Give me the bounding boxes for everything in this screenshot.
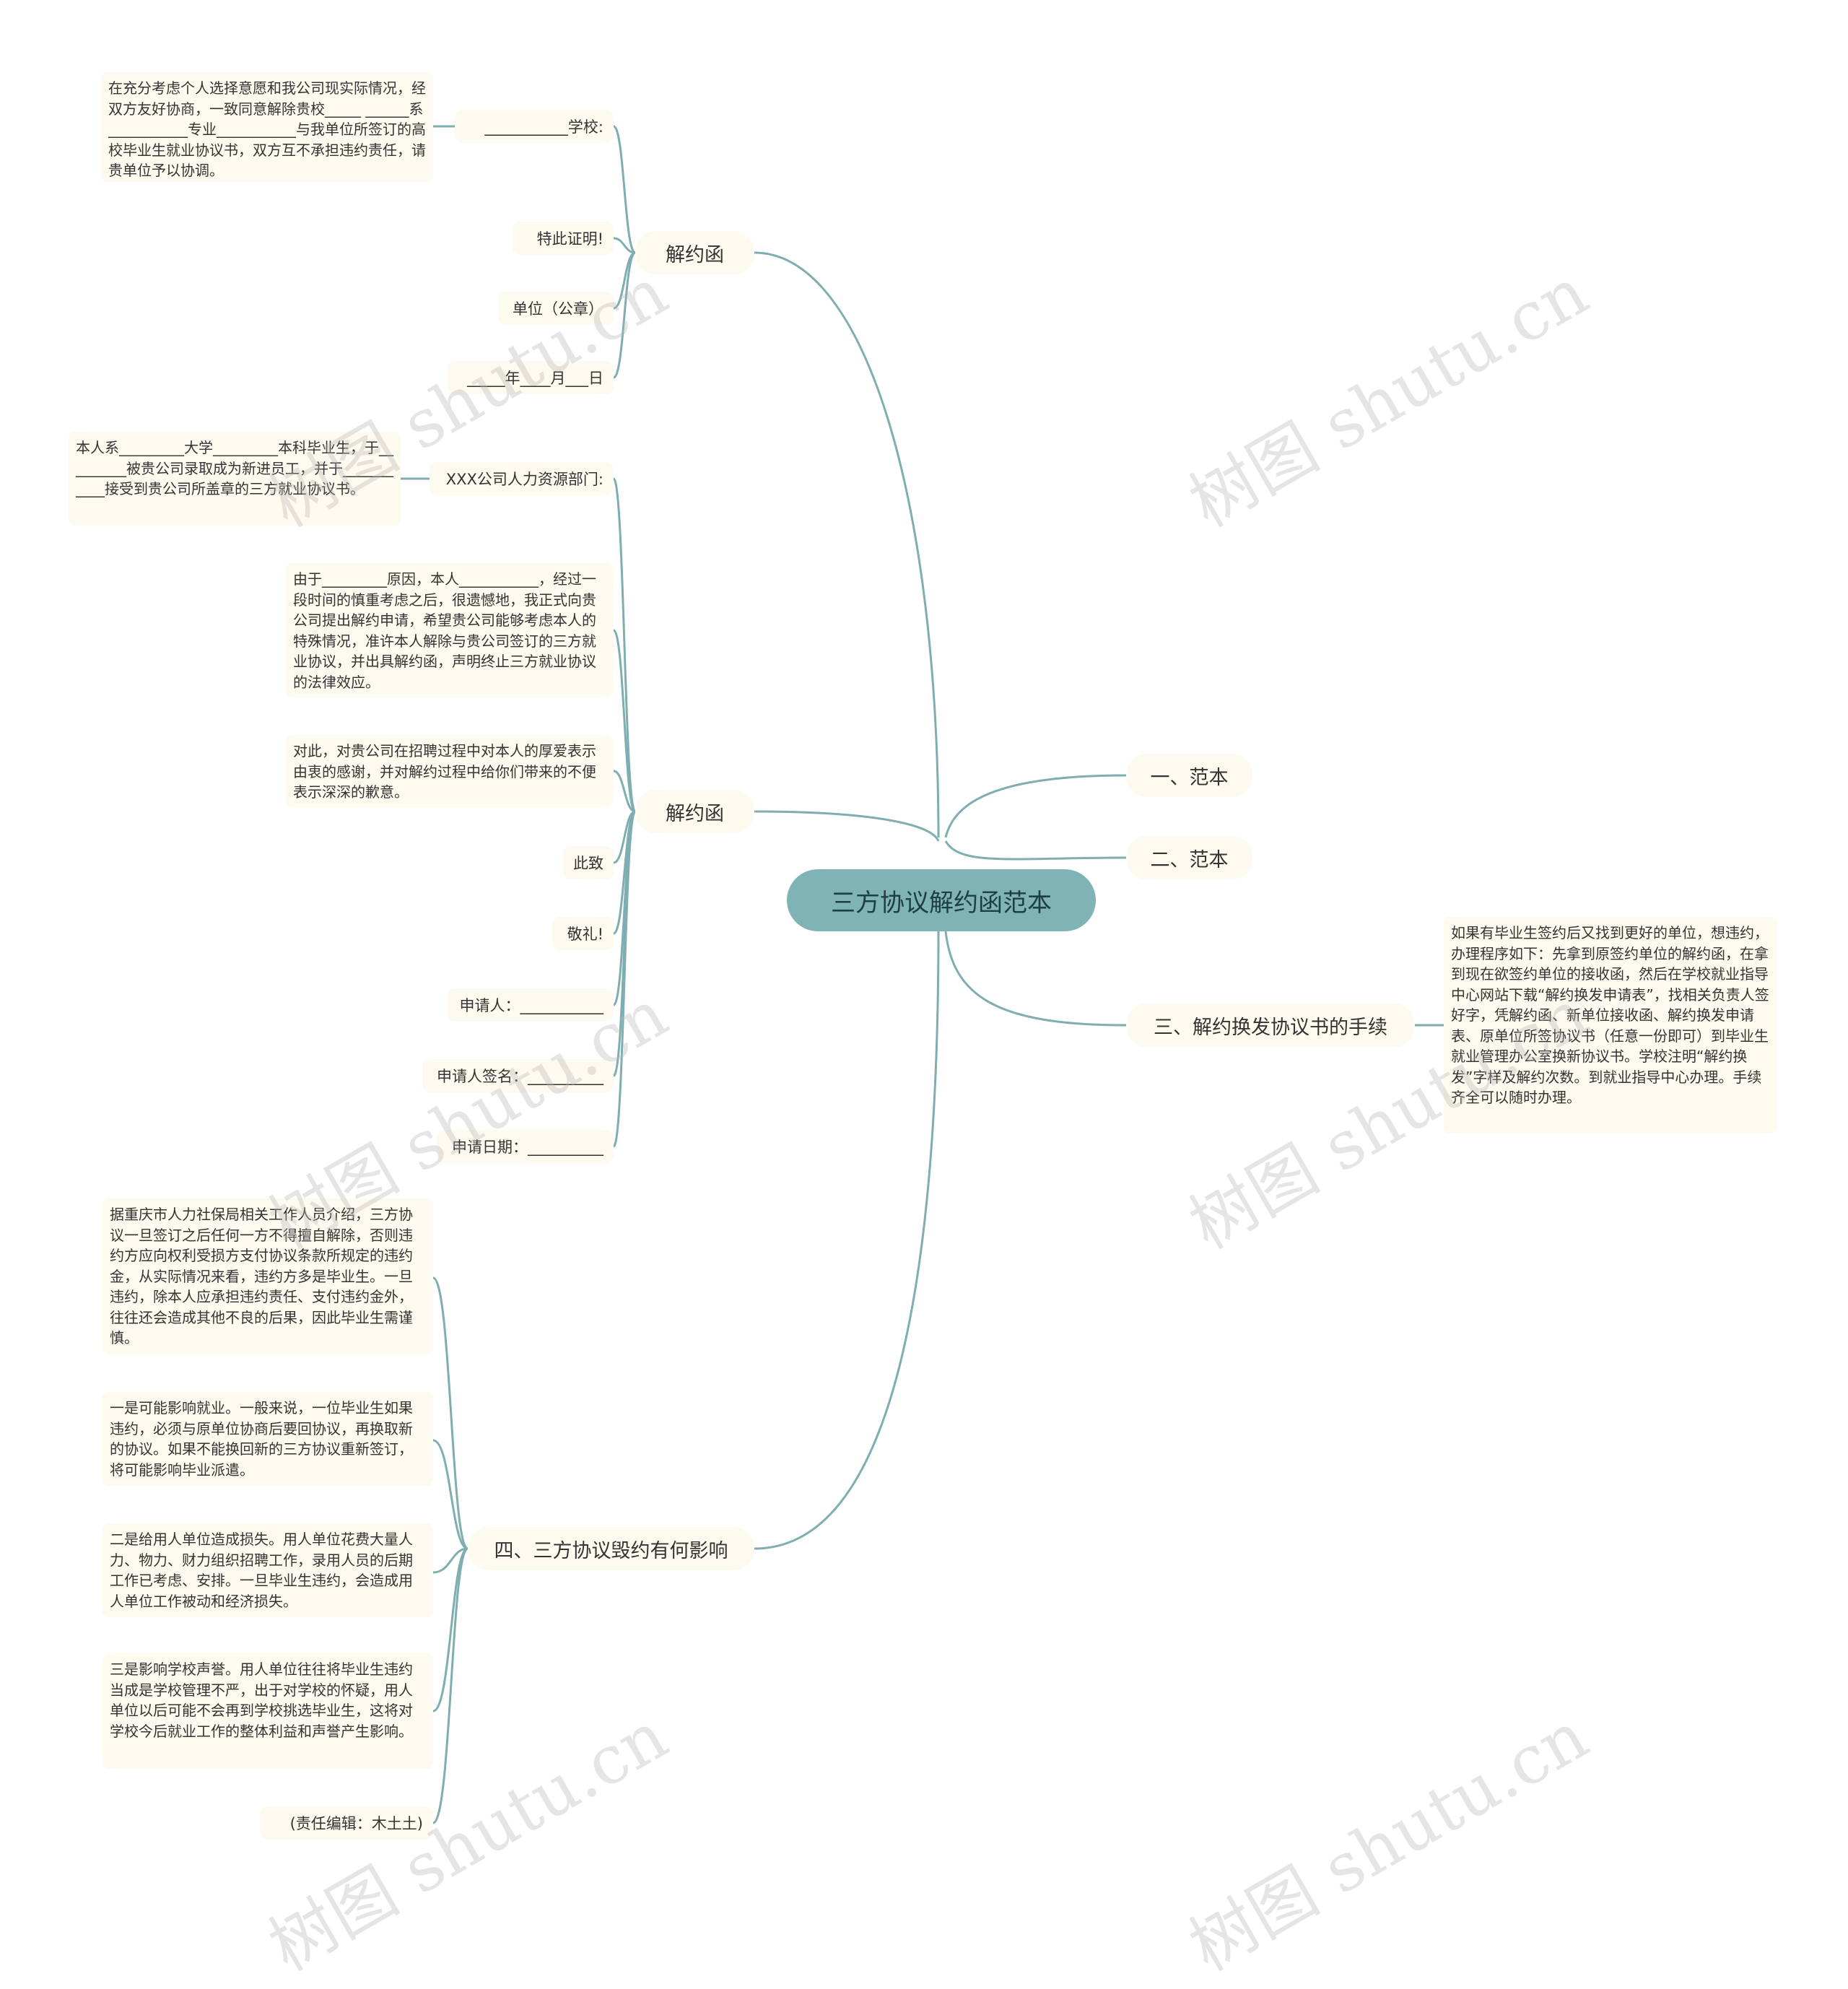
link-b3-p3 — [432, 1547, 468, 1574]
leaf-seal[interactable]: 单位（公章） — [498, 292, 614, 325]
branch-jieyuehan-2[interactable]: 解约函 — [635, 790, 754, 833]
link-b1-seal — [613, 251, 636, 310]
branch-jieyuehan-1[interactable]: 解约函 — [635, 231, 754, 274]
link-b2-dept — [612, 477, 637, 813]
branch-fanben-1[interactable]: 一、范本 — [1126, 754, 1252, 797]
link-b2-signature — [612, 810, 637, 1077]
text-impact-employment: 一是可能影响就业。一般来说，一位毕业生如果违约，必须与原单位协商后要回协议，再换… — [103, 1392, 433, 1486]
link-b2-reason — [612, 629, 637, 813]
text-impact-school: 三是影响学校声誉。用人单位往往将毕业生违约当成是学校管理不严，出于对学校的怀疑，… — [103, 1653, 433, 1769]
leaf-applicant[interactable]: 申请人：___________ — [448, 988, 614, 1022]
leaf-hr-dept[interactable]: XXX公司人力资源部门: — [430, 462, 614, 495]
link-root-r3 — [944, 931, 1127, 1027]
link-b1-school — [612, 125, 637, 254]
link-b2-thanks — [613, 770, 636, 813]
link-b1-date — [612, 251, 637, 379]
leaf-school[interactable]: ___________学校: — [455, 110, 614, 143]
leaf-date[interactable]: _____年____月___日 — [448, 361, 614, 394]
connector-lines — [401, 125, 1444, 1824]
link-b1-certify — [613, 237, 636, 254]
leaf-app-date[interactable]: 申请日期：__________ — [437, 1130, 614, 1163]
text-employee-intro: 本人系_________大学_________本科毕业生，于_________被… — [69, 432, 401, 526]
text-thanks-apology: 对此，对贵公司在招聘过程中对本人的厚爱表示由衷的感谢，并对解约过程中给你们带来的… — [286, 735, 614, 807]
branch-breach-impact[interactable]: 四、三方协议毁约有何影响 — [468, 1527, 754, 1570]
text-school-agreement: 在充分考虑个人选择意愿和我公司现实际情况，经双方友好协商，一致同意解除贵校___… — [101, 72, 433, 182]
link-b3-p2 — [432, 1439, 468, 1550]
text-reissue-steps: 如果有毕业生签约后又找到更好的单位，想违约，办理程序如下：先拿到原签约单位的解约… — [1444, 917, 1777, 1133]
branch-fanben-2[interactable]: 二、范本 — [1126, 836, 1252, 879]
leaf-editor[interactable]: (责任编辑：木土土) — [260, 1806, 433, 1840]
root-topic[interactable]: 三方协议解约函范本 — [787, 869, 1096, 931]
leaf-certify[interactable]: 特此证明! — [513, 222, 614, 255]
link-root-b2 — [754, 810, 940, 842]
link-root-r2 — [944, 840, 1127, 861]
text-breach-intro: 据重庆市人力社保局相关工作人员介绍，三方协议一旦签订之后任何一方不得擅自解除，否… — [103, 1198, 433, 1354]
branch-reissue-procedure[interactable]: 三、解约换发协议书的手续 — [1126, 1004, 1415, 1047]
mindmap-canvas: 三方协议解约函范本 解约函 ___________学校: 在充分考虑个人选择意愿… — [69, 72, 1777, 1986]
link-b3-editor — [432, 1547, 469, 1824]
text-impact-employer: 二是给用人单位造成损失。用人单位花费大量人力、物力、财力组织招聘工作，录用人员的… — [103, 1523, 433, 1617]
link-root-b3 — [754, 931, 940, 1550]
link-b3-p4 — [432, 1547, 468, 1712]
leaf-cizhi[interactable]: 此致 — [563, 846, 614, 879]
link-b3-p1 — [432, 1276, 469, 1550]
link-root-b1 — [754, 251, 940, 838]
link-b2-date — [612, 810, 637, 1148]
link-root-r1 — [944, 774, 1127, 838]
text-termination-reason: 由于_________原因，本人___________，经过一段时间的慎重考虑之… — [286, 563, 614, 697]
leaf-jingli[interactable]: 敬礼! — [552, 917, 614, 950]
leaf-signature[interactable]: 申请人签名：__________ — [422, 1059, 614, 1092]
